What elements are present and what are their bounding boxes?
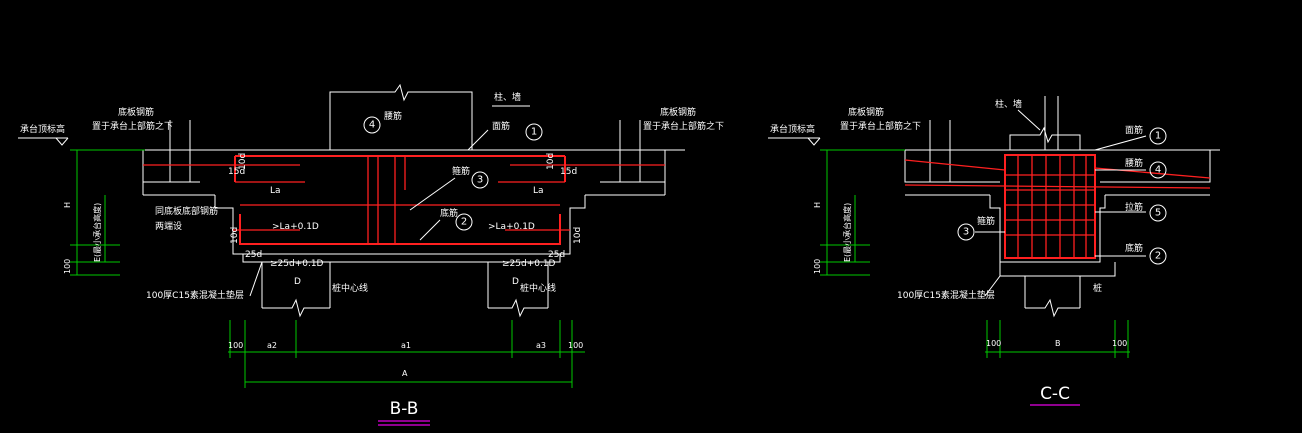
cc-top-bar: 面筋 xyxy=(1125,124,1143,136)
bb-dim-la-l: La xyxy=(270,186,281,196)
bb-dim-D-r: D xyxy=(512,277,519,287)
cc-marker-2: 2 xyxy=(1149,247,1167,265)
cc-cushion: 100厚C15素混凝土垫层 xyxy=(897,289,995,301)
bb-dim-la01-r: >La+0.1D xyxy=(488,222,535,232)
bb-dim-A: A xyxy=(402,369,408,378)
cc-dim-100: 100 xyxy=(813,259,822,274)
bb-dim-25d-r: 25d xyxy=(548,250,565,260)
bb-bottom-label: 底筋 xyxy=(440,207,458,219)
bb-dim-15d-r: 15d xyxy=(560,167,577,177)
cc-dim-H: H xyxy=(813,202,822,208)
cc-waist: 腰筋 xyxy=(1125,157,1143,169)
bb-dim-25d01-r: ≥25d+0.1D xyxy=(502,259,556,269)
bb-dim-10d-r: 10d xyxy=(546,153,556,170)
bb-dim-D-l: D xyxy=(294,277,301,287)
cc-stirrup-left: 箍筋 xyxy=(977,215,995,227)
bb-dim-100: 100 xyxy=(63,259,72,274)
cc-marker-4: 4 xyxy=(1149,161,1167,179)
svg-text:3: 3 xyxy=(477,175,483,186)
cc-bottom: 底筋 xyxy=(1125,242,1143,254)
bb-dim-10d-bl: 10d xyxy=(230,227,240,244)
svg-text:4: 4 xyxy=(369,120,375,131)
bb-dim-a3: a3 xyxy=(536,341,546,350)
bb-dim-100-a: 100 xyxy=(228,341,243,350)
svg-text:2: 2 xyxy=(461,217,467,228)
section-bb: 承台顶标高 xyxy=(18,83,724,426)
cc-bottom-bar: 底板钢筋 xyxy=(848,106,884,118)
svg-text:1: 1 xyxy=(1155,131,1161,142)
cc-marker-3: 3 xyxy=(957,223,975,241)
cc-dim-100-b: 100 xyxy=(1112,339,1127,348)
section-cc: 承台顶标高 底板钢筋 置于承台上部筋之下 柱、墙 面筋 腰筋 拉筋 底筋 箍筋 xyxy=(768,96,1220,406)
bb-same-bar2: 两端设 xyxy=(155,220,182,232)
bb-bottom-bar-left: 底板钢筋 xyxy=(118,106,154,118)
cc-marker-1: 1 xyxy=(1149,127,1167,145)
cc-stirrup: 拉筋 xyxy=(1125,201,1143,213)
bb-dim-E: E(最小承台高度) xyxy=(92,203,102,262)
cc-dim-100-a: 100 xyxy=(986,339,1001,348)
cc-pile: 桩 xyxy=(1093,282,1102,294)
svg-text:5: 5 xyxy=(1155,208,1161,219)
svg-text:3: 3 xyxy=(963,227,969,238)
svg-text:4: 4 xyxy=(1155,165,1161,176)
bb-dim-10d-l: 10d xyxy=(238,153,248,170)
bb-dim-a1: a1 xyxy=(401,341,411,350)
bb-dim-a2: a2 xyxy=(267,341,277,350)
bb-dim-25d-l: 25d xyxy=(245,250,262,260)
bb-marker-1: 1 xyxy=(525,123,543,141)
bb-bottom-bar-left2: 置于承台上部筋之下 xyxy=(92,120,173,132)
bb-dim-10d-br: 10d xyxy=(573,227,583,244)
bb-stirrup2-label: 箍筋 xyxy=(452,165,470,177)
bb-cushion: 100厚C15素混凝土垫层 xyxy=(146,289,244,301)
bb-dim-15d-l: 15d xyxy=(228,167,245,177)
bb-same-bar: 同底板底部钢筋 xyxy=(155,205,218,217)
cc-marker-5: 5 xyxy=(1149,204,1167,222)
bb-bottom-bar-right2: 置于承台上部筋之下 xyxy=(643,120,724,132)
bb-column-label: 柱、墙 xyxy=(494,91,521,103)
bb-bottom-bar-right: 底板钢筋 xyxy=(660,106,696,118)
cc-dim-E: E(最小承台高度) xyxy=(842,203,852,262)
cc-bottom-bar2: 置于承台上部筋之下 xyxy=(840,120,921,132)
bb-marker-3: 3 xyxy=(471,171,489,189)
bb-dim-la01-l: >La+0.1D xyxy=(272,222,319,232)
bb-dim-H: H xyxy=(63,202,72,208)
cc-dim-B: B xyxy=(1055,339,1061,348)
bb-pile-center-2: 桩中心线 xyxy=(520,282,556,294)
bb-marker-2: 2 xyxy=(455,213,473,231)
svg-text:2: 2 xyxy=(1155,251,1161,262)
bb-elevation-label: 承台顶标高 xyxy=(20,123,65,135)
bb-dim-25d01-l: ≥25d+0.1D xyxy=(270,259,324,269)
bb-pile-center-1: 桩中心线 xyxy=(332,282,368,294)
bb-dim-la-r: La xyxy=(533,186,544,196)
bb-top-bar-label: 面筋 xyxy=(492,120,510,132)
cc-elevation-label: 承台顶标高 xyxy=(770,123,815,135)
bb-stirrup-label: 腰筋 xyxy=(384,110,402,122)
bb-dim-100-b: 100 xyxy=(568,341,583,350)
bb-title: B-B xyxy=(390,399,419,419)
cc-title: C-C xyxy=(1040,384,1070,404)
svg-text:1: 1 xyxy=(531,127,537,138)
bb-marker-4: 4 xyxy=(363,116,381,134)
cc-column-label: 柱、墙 xyxy=(995,98,1022,110)
